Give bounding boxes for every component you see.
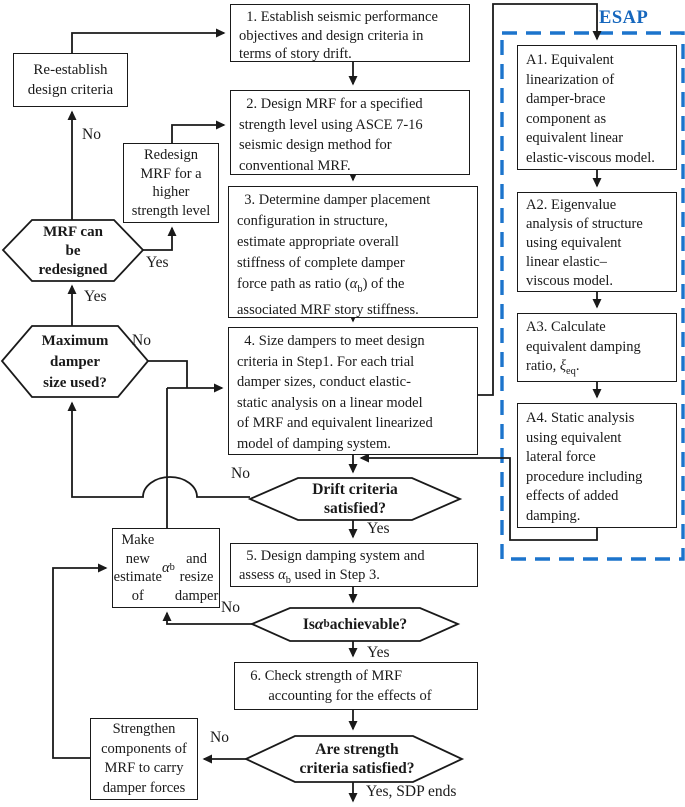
edge-ab-no-makenew	[162, 611, 252, 625]
a4-box: A4. Static analysis using equivalent lat…	[517, 403, 677, 528]
edge-maxhex-no-junction	[148, 360, 188, 388]
edge-strengthen-makenew	[52, 563, 108, 759]
label-yes-ab: Yes	[367, 644, 390, 661]
reestablish-box: Re-establish design criteria	[13, 53, 128, 107]
a1-box: A1. Equivalent linearization of damper-b…	[517, 45, 677, 170]
step2-box: 2. Design MRF for a specified strength l…	[230, 90, 470, 175]
edge-step4-a1	[478, 3, 602, 396]
decision-shape-mrf-redesign	[1, 219, 145, 282]
label-no-strength: No	[210, 729, 229, 746]
edge-a4-return-drift	[359, 453, 598, 541]
label-yes-drift: Yes	[367, 520, 390, 537]
label-no-drift: No	[231, 465, 250, 482]
esap-dashed-frame	[500, 31, 685, 561]
step4-box: 4. Size dampers to meet design criteria …	[228, 327, 478, 455]
label-no-ab: No	[221, 599, 240, 616]
a3-box: A3. Calculate equivalent damping ratio, …	[517, 313, 677, 382]
decision-shape-drift	[247, 477, 463, 521]
decision-shape-max-damper	[0, 325, 150, 398]
redesign-box: Redesign MRF for a higher strength level	[123, 143, 219, 223]
decision-max-damper-label: Maximum damper size used?	[41, 332, 109, 391]
decision-strength-label: Are strength criteria satisfied?	[299, 741, 415, 777]
esap-label: ESAP	[599, 8, 649, 28]
label-no-reestablish: No	[82, 126, 101, 143]
edge-redesign-step2	[171, 120, 226, 143]
edge-reestablish-step1	[71, 28, 226, 53]
label-end-sdp: Yes, SDP ends	[366, 783, 457, 800]
edge-mrfhex-yes-redesign	[143, 226, 177, 251]
decision-shape-ab	[249, 607, 461, 642]
edge-drift-no-maxhex	[67, 401, 250, 498]
label-no-maxdamper: No	[132, 332, 151, 349]
decision-shape-strength	[243, 735, 465, 783]
step5-box: 5. Design damping system and assess αb u…	[230, 543, 478, 587]
decision-drift-label: Drift criteria satisfied?	[312, 481, 398, 517]
step3-box: 3. Determine damper placement configurat…	[228, 186, 478, 318]
strengthen-box: Strengthen components of MRF to carry da…	[90, 718, 198, 800]
step6-box: 6. Check strength of MRF accounting for …	[234, 662, 478, 710]
a2-box: A2. Eigenvalue analysis of structure usi…	[517, 192, 677, 292]
label-yes-redesign: Yes	[146, 254, 169, 271]
step1-box: 1. Establish seismic performance objecti…	[230, 4, 470, 62]
label-yes-mrf: Yes	[84, 288, 107, 305]
decision-mrf-redesign-label: MRF can be redesigned	[38, 223, 108, 278]
